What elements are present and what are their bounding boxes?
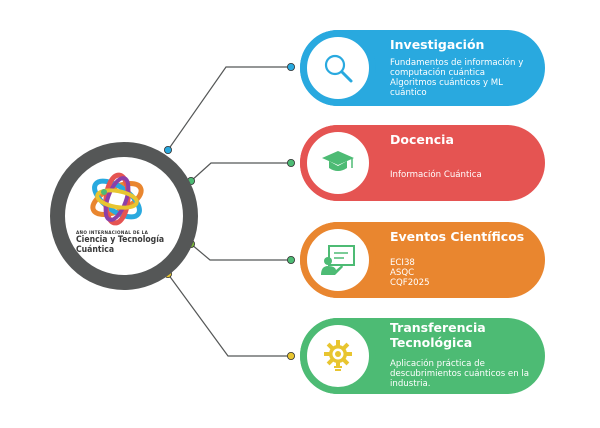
- hub-title: Ciencia y Tecnología Cuántica: [76, 235, 176, 255]
- card-item: Aplicación práctica de descubrimientos c…: [390, 359, 530, 389]
- card-transferencia: Transferencia Tecnológica Aplicación prá…: [300, 318, 545, 394]
- connector-transferencia: [167, 273, 291, 357]
- icon-ring: [300, 125, 376, 201]
- connector-dot-card-investigacion: [286, 63, 295, 72]
- card-item: ASQC: [390, 268, 415, 278]
- connector-docencia: [190, 162, 291, 182]
- icon-ring: [300, 30, 376, 106]
- graduation-cap-icon: [322, 151, 354, 171]
- card-item: CQF2025: [390, 278, 430, 288]
- card-eventos: Eventos Científicos ECI38 ASQC CQF2025: [300, 222, 545, 298]
- card-title-line: Tecnológica: [390, 335, 473, 350]
- card-investigacion: Investigación Fundamentos de información…: [300, 30, 545, 106]
- magnifier-icon: [324, 54, 353, 83]
- card-items: ECI38 ASQC CQF2025: [390, 258, 542, 288]
- card-item: Fundamentos de información y computación…: [390, 58, 524, 78]
- card-item: Algoritmos cuánticos y ML cuántico: [390, 78, 503, 98]
- icon-ring: [300, 318, 376, 394]
- connector-dot-card-docencia: [286, 158, 295, 167]
- card-item: ECI38: [390, 258, 415, 268]
- card-item: Información Cuántica: [390, 170, 482, 180]
- gear-lightbulb-icon: [324, 340, 352, 371]
- card-title-line: Transferencia: [390, 320, 486, 335]
- connector-dot-card-transferencia: [286, 351, 295, 360]
- hub-small-text: AÑO INTERNACIONAL DE LA: [76, 230, 149, 235]
- connector-investigacion: [167, 66, 291, 151]
- quantum-year-logo: [90, 172, 144, 226]
- card-title: Docencia: [390, 132, 454, 147]
- card-items: Información Cuántica: [390, 170, 542, 180]
- hub-title-line2: Cuántica: [76, 244, 115, 255]
- connector-eventos: [190, 243, 291, 261]
- card-docencia: Docencia Información Cuántica: [300, 125, 545, 201]
- card-title: Investigación: [390, 37, 485, 52]
- icon-ring: [300, 222, 376, 298]
- card-title: Eventos Científicos: [390, 229, 525, 244]
- card-title: Transferencia Tecnológica: [390, 320, 540, 350]
- card-items: Aplicación práctica de descubrimientos c…: [390, 359, 542, 389]
- card-items: Fundamentos de información y computación…: [390, 58, 542, 98]
- connector-dot-card-eventos: [286, 255, 295, 264]
- connector-dot-hub-investigacion: [163, 145, 172, 154]
- hub-title-line1: Ciencia y Tecnología: [76, 235, 165, 245]
- presentation-icon: [321, 245, 355, 275]
